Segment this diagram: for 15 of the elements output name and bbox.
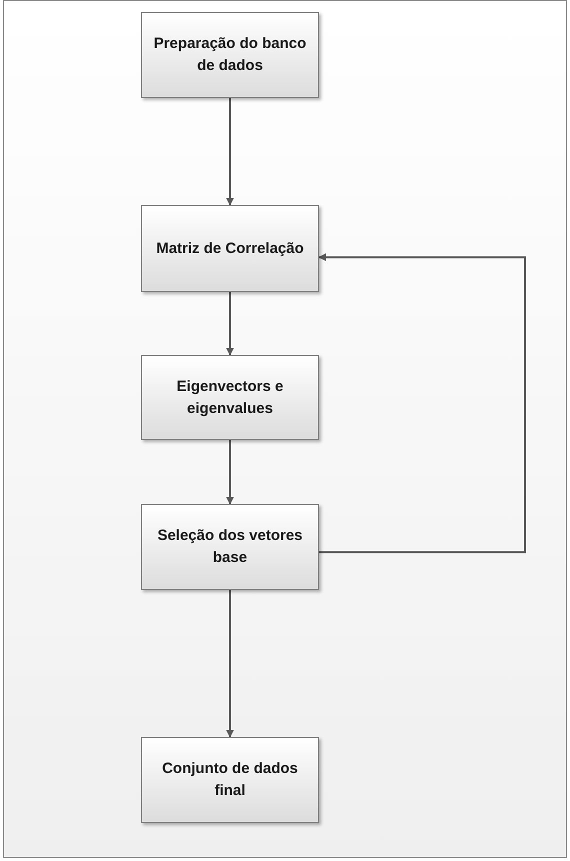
arrow	[226, 440, 234, 505]
process-box	[141, 355, 319, 440]
box-label: Preparação do banco de dados	[152, 34, 308, 76]
process-box	[141, 12, 319, 98]
box-label: Eigenvectors e eigenvalues	[176, 376, 284, 418]
process-box	[141, 504, 319, 590]
box-label: Conjunto de dados final	[161, 759, 299, 801]
arrow	[226, 590, 234, 738]
process-box	[141, 205, 319, 292]
box-label: Seleção dos vetores base	[156, 526, 304, 568]
process-box	[141, 737, 319, 823]
arrow	[226, 292, 234, 356]
arrow	[318, 253, 526, 554]
arrow	[226, 98, 234, 206]
box-label: Matriz de Correlação	[156, 238, 304, 258]
